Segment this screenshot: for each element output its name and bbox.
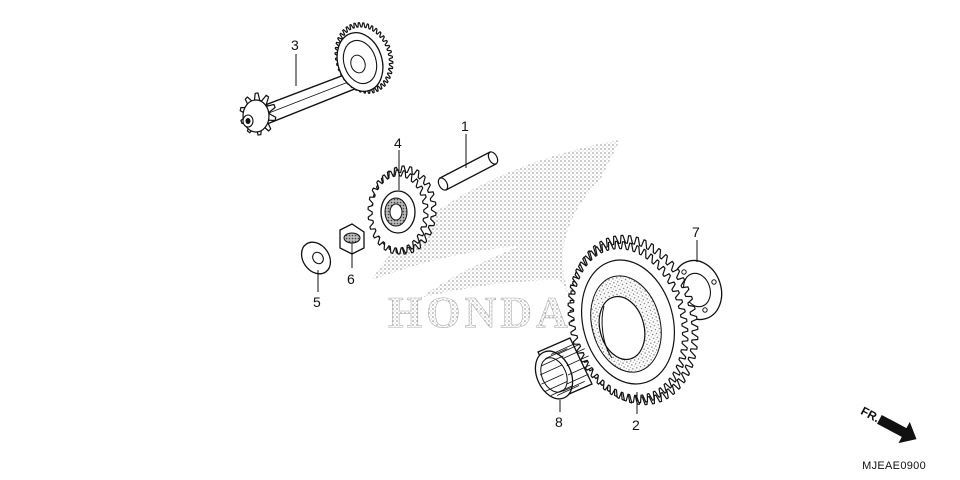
callout-2: 2	[632, 392, 640, 433]
callout-4-label: 4	[394, 135, 402, 151]
callout-3-label: 3	[291, 37, 299, 53]
callout-4: 4	[394, 135, 402, 190]
collar-icon	[339, 223, 365, 255]
callout-5-label: 5	[313, 294, 321, 310]
callout-8: 8	[555, 400, 563, 430]
pin-icon	[437, 151, 499, 191]
large-gear-icon	[567, 234, 699, 406]
callout-7-label: 7	[692, 224, 700, 240]
shaft-gear-icon	[239, 22, 394, 136]
callouts: 3 1 4 7 5 6 8 2	[291, 37, 700, 433]
diagram-code: MJEAE0900	[862, 460, 926, 472]
washer-icon	[300, 241, 332, 275]
callout-6-label: 6	[347, 271, 355, 287]
callout-5: 5	[313, 270, 321, 310]
needle-bearing-icon	[534, 337, 593, 400]
callout-8-label: 8	[555, 414, 563, 430]
callout-6: 6	[347, 254, 355, 287]
callout-2-label: 2	[632, 417, 640, 433]
honda-wing-logo: HONDA	[372, 140, 620, 337]
callout-1-label: 1	[461, 118, 469, 134]
callout-3: 3	[291, 37, 299, 86]
front-direction-arrow-icon: FR.	[858, 404, 917, 444]
idle-gear-icon	[367, 165, 437, 255]
honda-watermark-text: HONDA	[388, 288, 572, 337]
callout-7: 7	[692, 224, 700, 262]
callout-1: 1	[461, 118, 469, 168]
